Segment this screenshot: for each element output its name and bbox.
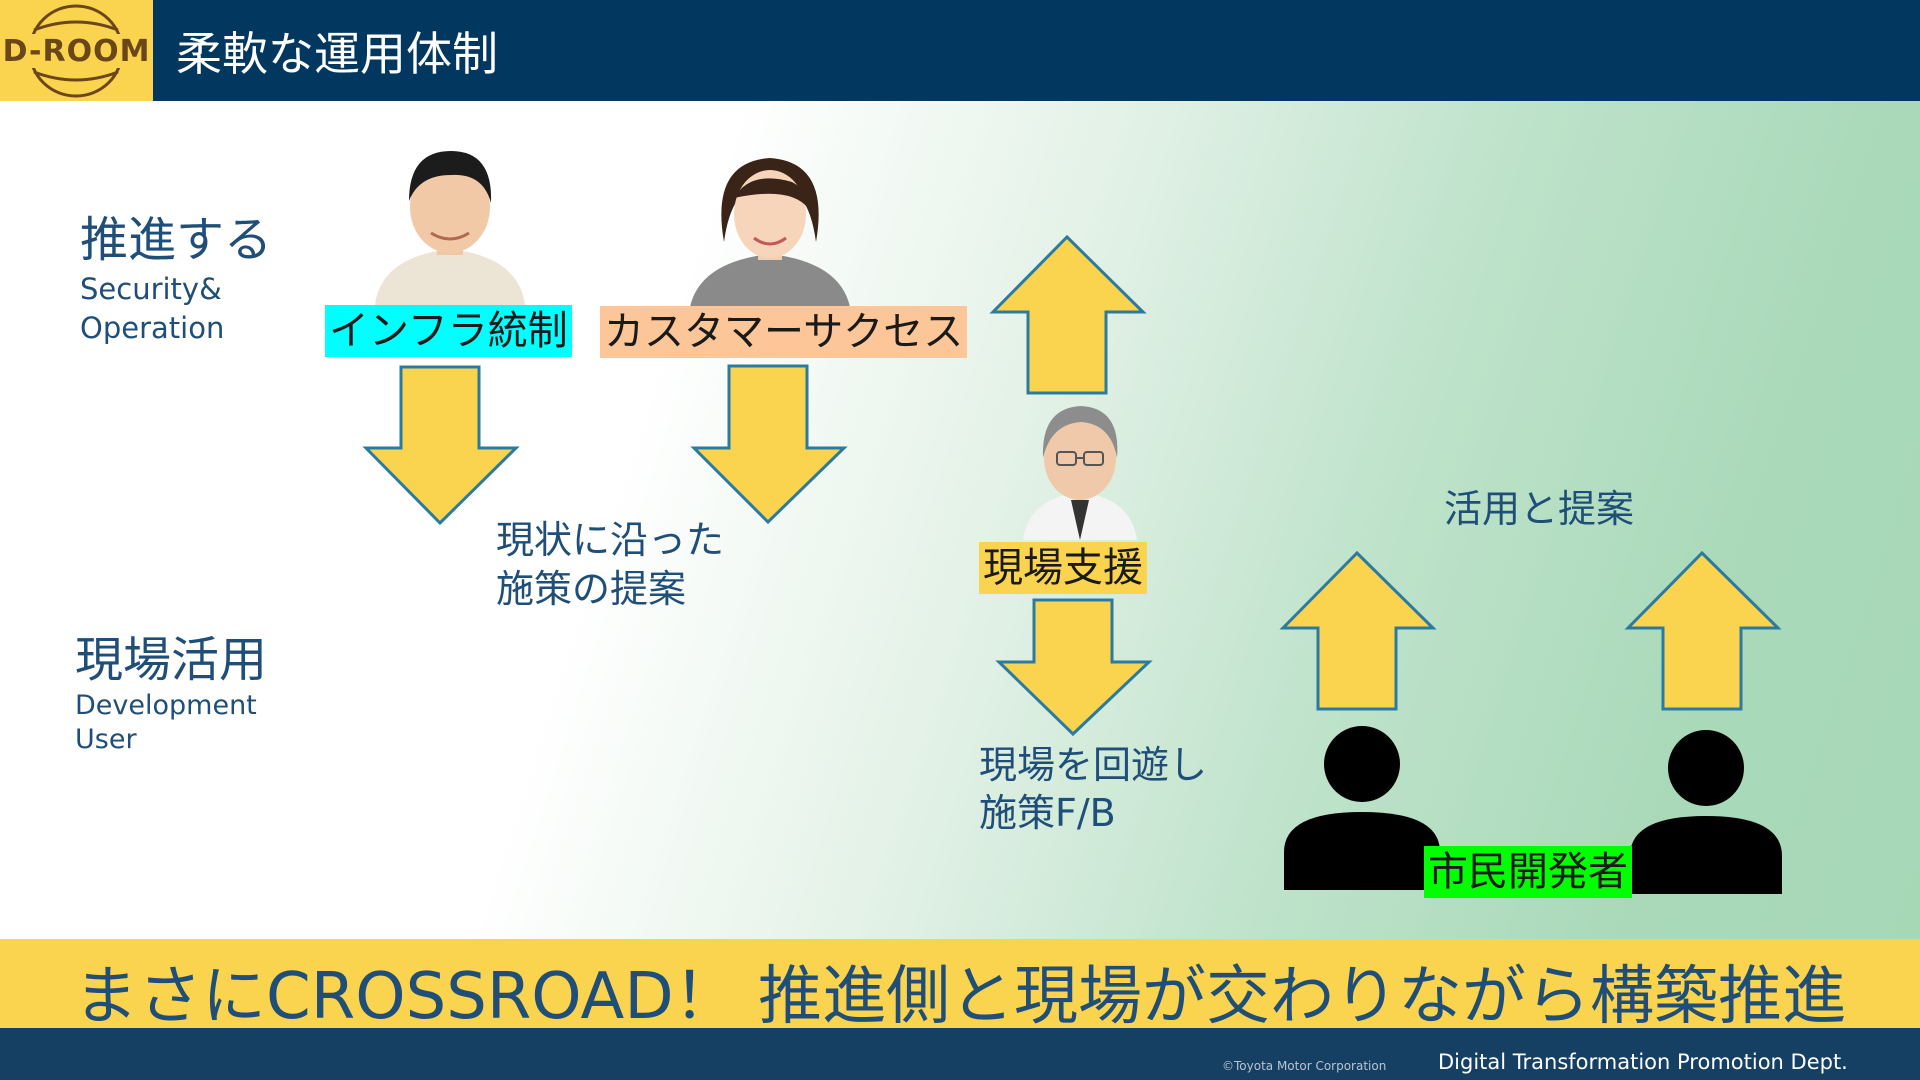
logo: D-ROOM: [0, 0, 153, 101]
header-bar: [0, 0, 1920, 101]
row-sub-promote-1: Security&: [80, 272, 222, 306]
tag-customer-success: カスタマーサクセス: [600, 306, 968, 358]
arrow-down-support: [995, 598, 1153, 737]
note-feedback-line1: 現場を回遊し: [979, 743, 1208, 787]
arrow-shape: [690, 364, 848, 525]
row-sub-field-2: User: [75, 724, 137, 755]
arrow-shape: [1624, 550, 1782, 711]
person-support-photo: [1023, 406, 1137, 540]
arrow-shape: [989, 234, 1147, 395]
person-customer-photo: [690, 158, 850, 307]
footer-department: Digital Transformation Promotion Dept.: [1438, 1050, 1848, 1074]
globe-icon: [6, 4, 147, 98]
banner-text: まさにCROSSROAD！ 推進側と現場が交わりながら構築推進: [74, 960, 1846, 1034]
user-silhouette-icon: [1284, 726, 1440, 890]
row-title-promote: 推進する: [80, 212, 273, 268]
arrow-up-citizen-left: [1279, 550, 1437, 711]
footer-copyright: ©Toyota Motor Corporation: [1222, 1059, 1387, 1073]
arrow-down-infra: [362, 365, 520, 526]
note-proposal-line2: 施策の提案: [496, 567, 687, 611]
slide-title: 柔軟な運用体制: [176, 27, 498, 81]
note-usage-proposal: 活用と提案: [1444, 487, 1635, 531]
tag-field-support: 現場支援: [979, 542, 1147, 594]
arrow-up-promote: [989, 234, 1147, 395]
footer-bar: [0, 1028, 1920, 1080]
arrow-shape: [995, 598, 1153, 737]
banner-bar: [0, 939, 1920, 1028]
user-silhouette-icon: [1630, 730, 1782, 894]
row-title-field: 現場活用: [75, 632, 268, 688]
note-proposal-line1: 現状に沿った: [496, 518, 725, 562]
note-feedback-line2: 施策F/B: [979, 791, 1116, 835]
arrow-shape: [362, 365, 520, 526]
person-infra-photo: [375, 151, 525, 305]
row-sub-promote-2: Operation: [80, 311, 225, 345]
arrow-up-citizen-right: [1624, 550, 1782, 711]
logo-text: D-ROOM: [2, 34, 151, 69]
arrow-down-customer: [690, 364, 848, 525]
arrow-shape: [1279, 550, 1437, 711]
tag-citizen-developer: 市民開発者: [1424, 846, 1632, 898]
tag-infra: インフラ統制: [325, 305, 572, 357]
row-sub-field-1: Development: [75, 690, 257, 721]
